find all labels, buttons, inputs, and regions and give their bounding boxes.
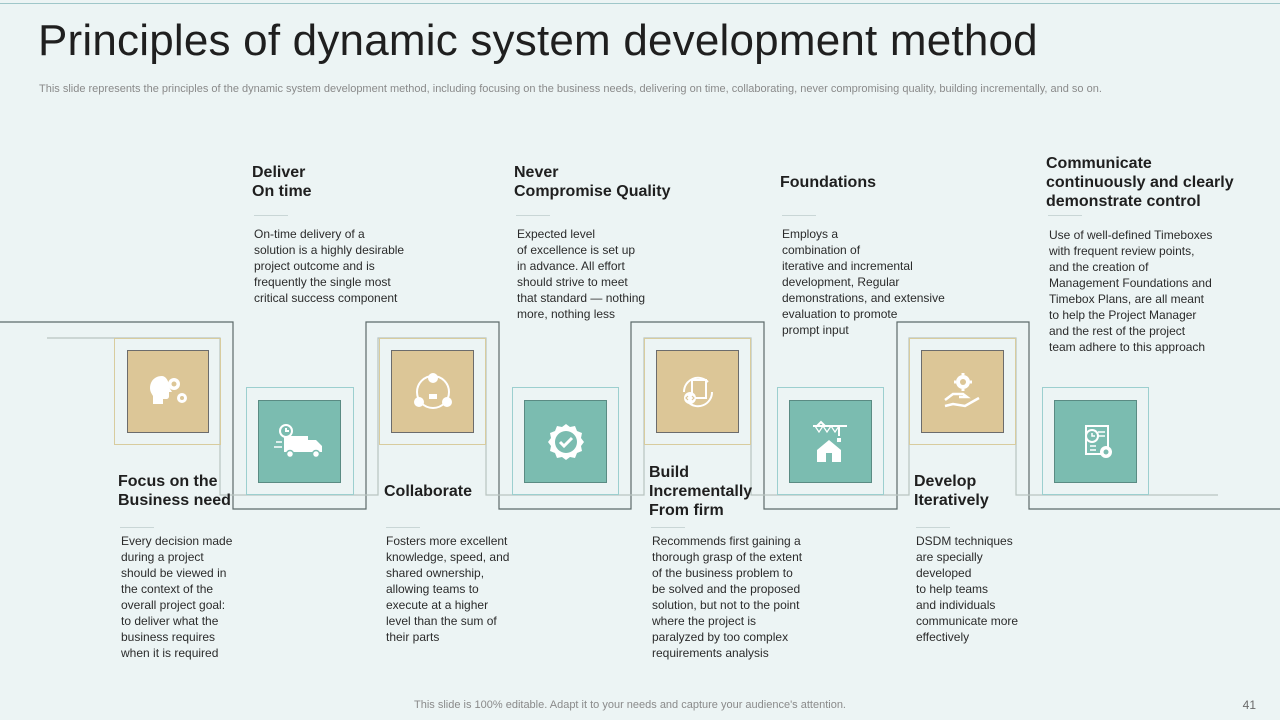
divider bbox=[120, 527, 154, 528]
divider bbox=[782, 215, 816, 216]
icon-frame bbox=[777, 387, 884, 495]
divider bbox=[1048, 215, 1082, 216]
principle-heading-foundations: Foundations bbox=[780, 174, 876, 191]
footer-note: This slide is 100% editable. Adapt it to… bbox=[414, 699, 846, 711]
principle-heading-collaborate: Collaborate bbox=[384, 483, 473, 500]
icon-frame bbox=[909, 338, 1016, 445]
principle-icon-tile bbox=[1054, 400, 1137, 483]
team-circle-icon bbox=[413, 372, 452, 409]
principle-icon-tile bbox=[391, 350, 474, 433]
principle-icon-tile bbox=[127, 350, 209, 433]
icon-frame bbox=[246, 387, 354, 495]
principle-icon-tile bbox=[524, 400, 607, 483]
delivery-truck-icon bbox=[273, 423, 322, 458]
divider bbox=[651, 527, 685, 528]
clock-gear-doc-icon bbox=[1084, 424, 1112, 458]
page-number: 41 bbox=[1242, 698, 1256, 712]
page-subtitle: This slide represents the principles of … bbox=[39, 83, 1102, 95]
principle-icon-tile bbox=[656, 350, 739, 433]
icon-frame bbox=[512, 387, 619, 495]
icon-frame bbox=[379, 338, 486, 445]
quality-badge-icon bbox=[547, 423, 584, 460]
icon-frame bbox=[1042, 387, 1149, 495]
divider bbox=[254, 215, 288, 216]
code-cycle-icon bbox=[682, 376, 713, 407]
divider bbox=[916, 527, 950, 528]
page-title: Principles of dynamic system development… bbox=[38, 16, 1038, 65]
principle-icon-tile bbox=[789, 400, 872, 483]
head-gears-icon bbox=[150, 375, 187, 404]
icon-frame bbox=[644, 338, 751, 445]
divider bbox=[516, 215, 550, 216]
house-crane-icon bbox=[812, 420, 847, 462]
principle-icon-tile bbox=[921, 350, 1004, 433]
divider bbox=[386, 527, 420, 528]
hand-gear-icon bbox=[943, 372, 980, 407]
principle-icon-tile bbox=[258, 400, 341, 483]
top-border-line bbox=[0, 3, 1280, 4]
icon-frame bbox=[114, 338, 221, 445]
